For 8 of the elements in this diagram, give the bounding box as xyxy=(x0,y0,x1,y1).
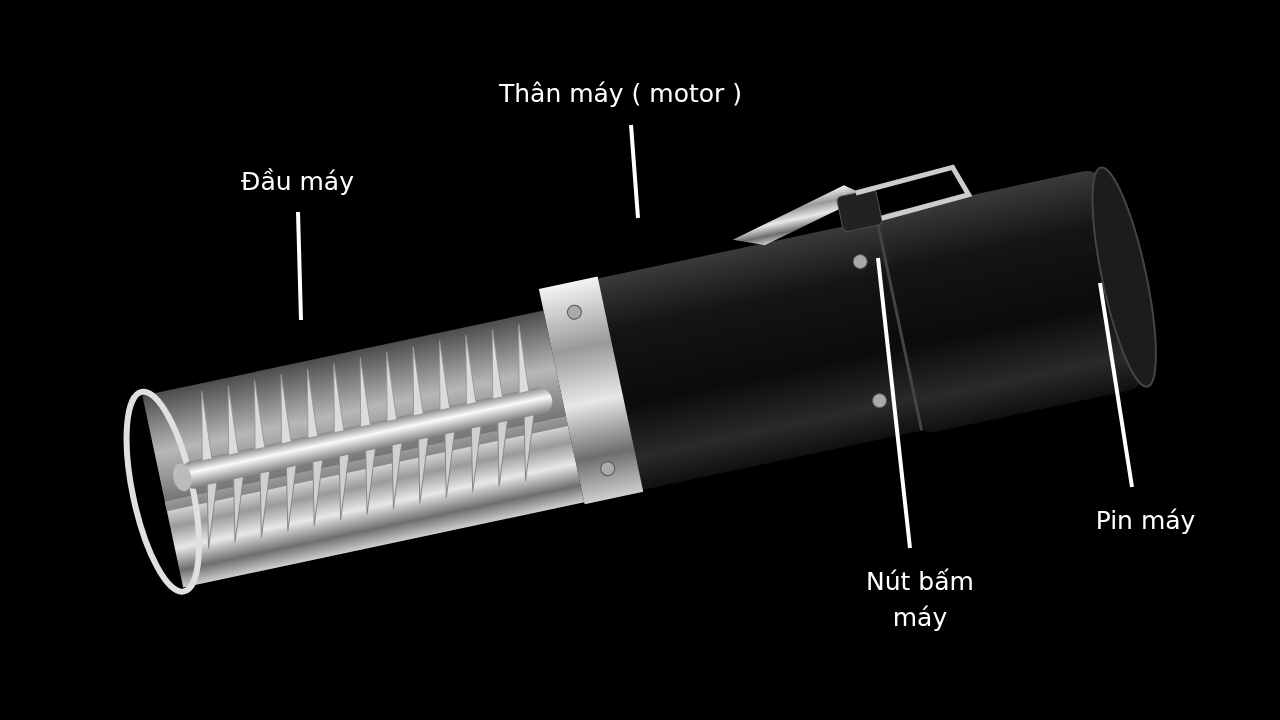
leader-line xyxy=(629,124,640,219)
leader-line xyxy=(296,211,303,321)
part-label: Đầu máy xyxy=(225,164,370,201)
part-label: Thân máy ( motor ) xyxy=(478,76,763,113)
leader-line xyxy=(1098,282,1134,488)
part-label: Pin máy xyxy=(1078,503,1213,540)
part-label: Nút bấm máy xyxy=(850,564,990,637)
leader-line xyxy=(876,257,912,549)
